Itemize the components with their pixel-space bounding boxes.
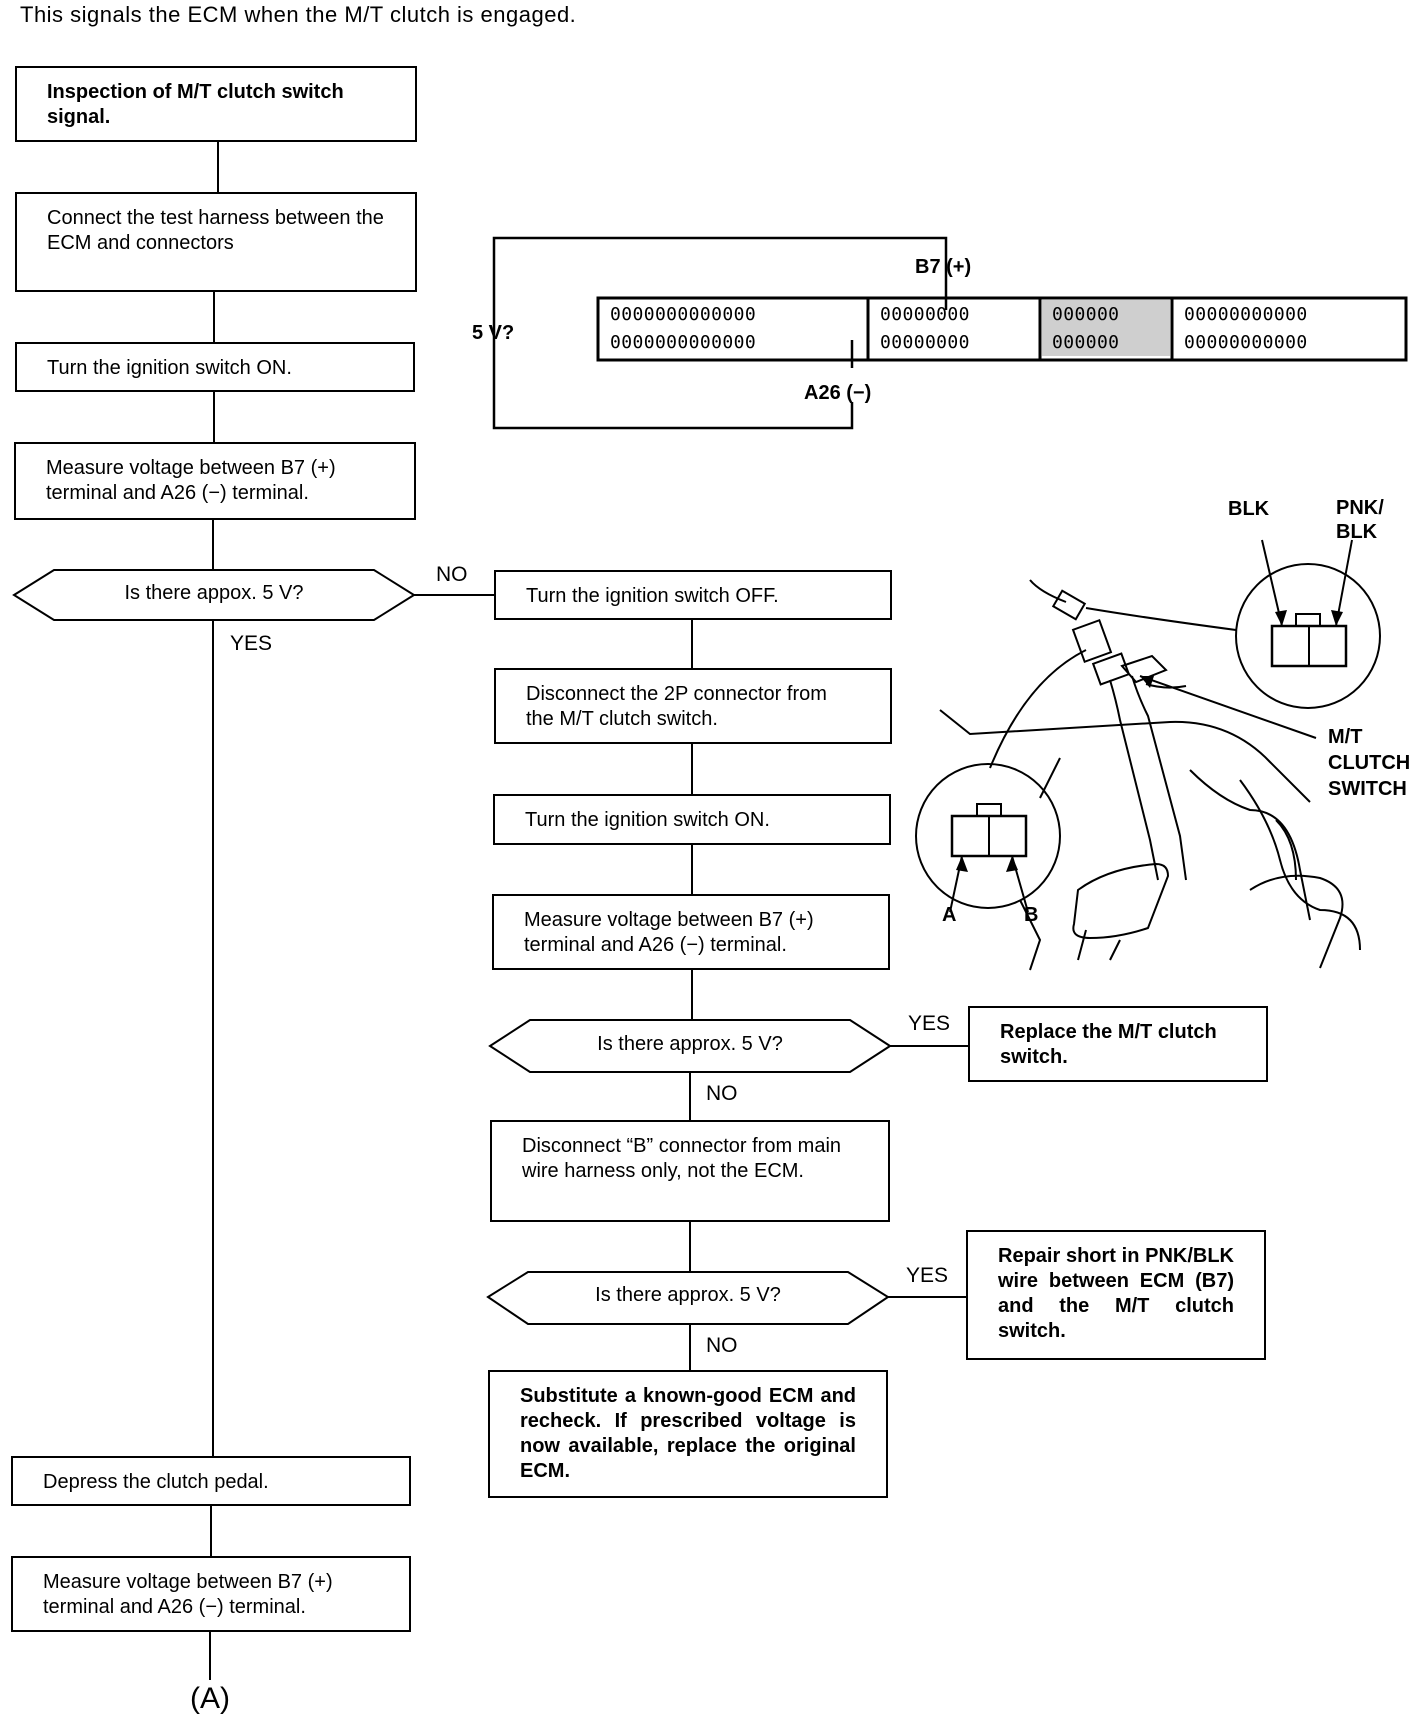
a26-label: A26 (−)	[804, 382, 872, 404]
terminal-a-label: A	[942, 904, 957, 926]
decision3-shape	[486, 1271, 890, 1325]
no-label-3: NO	[706, 1334, 738, 1357]
mid-step-ignition-off: Turn the ignition switch OFF.	[494, 570, 892, 620]
yes-label-1: YES	[230, 632, 273, 655]
no-label-2: NO	[706, 1082, 738, 1105]
pins-d-row2: 00000000000	[1184, 332, 1308, 353]
pins-b-row2: 00000000	[880, 332, 970, 353]
mid-step-ignition-on: Turn the ignition switch ON.	[493, 794, 891, 845]
left-step-connect-harness: Connect the test harness between the ECM…	[15, 192, 417, 292]
decision1-shape	[12, 569, 416, 621]
pins-b-row1: 00000000	[880, 304, 970, 325]
yes-label-2: YES	[908, 1012, 951, 1035]
continue-marker: (A)	[190, 1682, 230, 1715]
yes-label-3: YES	[906, 1264, 949, 1287]
clutch-switch-label: M/T CLUTCH SWITCH	[1328, 726, 1411, 800]
left-step-ignition-on: Turn the ignition switch ON.	[15, 342, 415, 392]
voltage-label: 5 V?	[472, 322, 515, 344]
pins-c-row2: 000000	[1052, 332, 1120, 353]
result-repair-short: Repair short in PNK/BLK wire between ECM…	[966, 1230, 1266, 1360]
pins-d-row1: 00000000000	[1184, 304, 1308, 325]
decision3-text: Is there approx. 5 V?	[595, 1284, 781, 1306]
pins-c-row1: 000000	[1052, 304, 1120, 325]
decision1-text: Is there appox. 5 V?	[124, 582, 304, 604]
left-step-depress-clutch: Depress the clutch pedal.	[11, 1456, 411, 1506]
intro-text: This signals the ECM when the M/T clutch…	[20, 2, 577, 27]
result-substitute-ecm: Substitute a known-good ECM and recheck.…	[488, 1370, 888, 1498]
mid-step-disconnect-b: Disconnect “B” connector from main wire …	[490, 1120, 890, 1222]
no-label-1: NO	[436, 563, 468, 586]
pins-a-row1: 0000000000000	[610, 304, 757, 325]
pins-a-row2: 0000000000000	[610, 332, 757, 353]
decision2-shape	[488, 1019, 892, 1073]
mid-step-disconnect-2p: Disconnect the 2P connector from the M/T…	[494, 668, 892, 744]
terminal-b-label: B	[1024, 904, 1039, 926]
pnk-blk-label: PNK/ BLK	[1336, 497, 1384, 543]
left-step-measure-voltage-2: Measure voltage between B7 (+) terminal …	[11, 1556, 411, 1632]
left-step-measure-voltage: Measure voltage between B7 (+) terminal …	[14, 442, 416, 520]
mid-step-measure-voltage: Measure voltage between B7 (+) terminal …	[492, 894, 890, 970]
result-replace-switch: Replace the M/T clutch switch.	[968, 1006, 1268, 1082]
left-step-inspection: Inspection of M/T clutch switch signal.	[15, 66, 417, 142]
b7-label: B7 (+)	[915, 256, 972, 278]
blk-label: BLK	[1228, 498, 1270, 520]
decision2-text: Is there approx. 5 V?	[597, 1033, 783, 1055]
